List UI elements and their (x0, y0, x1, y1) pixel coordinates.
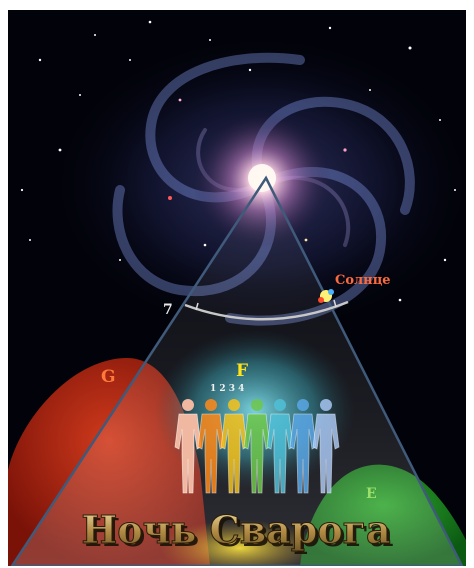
page-title: Ночь Сварога (81, 507, 390, 552)
label-g: G (101, 367, 116, 387)
label-f: F (236, 361, 248, 381)
label-e: E (366, 486, 377, 502)
label-seven: 7 (163, 302, 173, 318)
sun-label: Солнце (335, 273, 391, 288)
figure-numbers: 1 2 3 4 (210, 384, 244, 394)
